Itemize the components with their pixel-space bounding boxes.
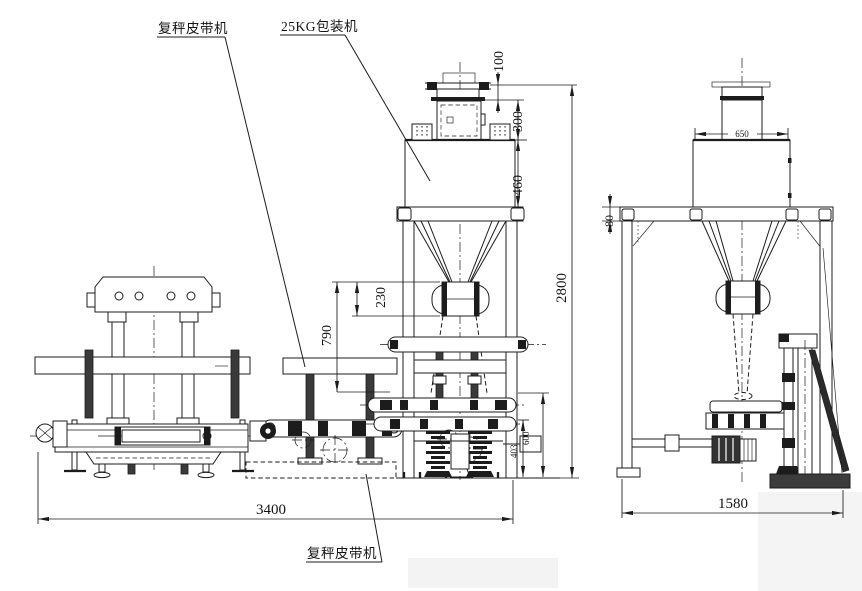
side-view <box>616 81 851 489</box>
dim-100: 100 <box>492 51 507 72</box>
bellows-left <box>424 431 452 477</box>
label-packer: 25KG包装机 <box>281 19 358 34</box>
callouts: 复秤皮带机 25KG包装机 复秤皮带机 <box>157 19 431 563</box>
dimensions: 100 300 460 2800 230 790 600 403 3400 <box>37 51 844 524</box>
label-bottom-belt: 复秤皮带机 <box>307 545 377 561</box>
label-top-belt: 复秤皮带机 <box>158 20 228 36</box>
dim-2800: 2800 <box>554 273 570 303</box>
dim-790: 790 <box>320 325 335 346</box>
dim-230: 230 <box>374 287 389 308</box>
dim-403: 403 <box>509 444 519 458</box>
dim-1580: 1580 <box>718 496 748 512</box>
dim-3400: 3400 <box>256 502 286 518</box>
dim-600: 600 <box>521 431 531 445</box>
dim-300: 300 <box>511 111 526 132</box>
dim-650: 650 <box>735 129 749 139</box>
dim-80: 80 <box>602 215 616 227</box>
paper-shade <box>408 558 558 588</box>
paper-shade <box>758 492 862 591</box>
packaging-machine-front <box>360 72 560 479</box>
dim-460: 460 <box>511 175 526 196</box>
check-weigher-front <box>34 276 254 479</box>
